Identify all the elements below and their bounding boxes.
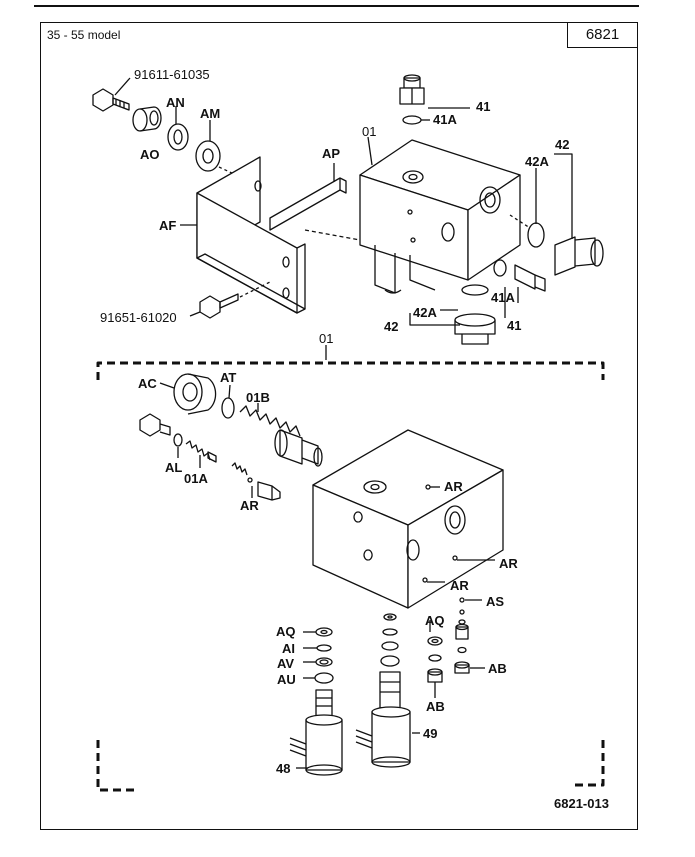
label-AR-top: AR: [444, 479, 463, 494]
label-41-lower: 41: [507, 318, 522, 333]
bracket-AF: [180, 156, 306, 314]
plug-AL: [139, 413, 183, 458]
label-AI: AI: [282, 641, 295, 656]
label-AR-left: AR: [240, 498, 259, 513]
label-42A: 42A: [525, 154, 549, 169]
label-AS: AS: [486, 594, 505, 609]
label-AF: AF: [159, 218, 177, 233]
label-91611-61035: 91611-61035: [134, 67, 210, 82]
plug-AC: [159, 373, 217, 415]
coil-49-stack: [355, 613, 420, 768]
label-AN: AN: [166, 95, 185, 110]
fitting-42-right: [509, 153, 604, 276]
fitting-42-lower: [409, 284, 496, 345]
model-label: 35 - 55 model: [47, 28, 121, 42]
label-01-middle: 01: [319, 331, 334, 346]
label-AV: AV: [277, 656, 295, 671]
label-48: 48: [276, 761, 291, 776]
label-41: 41: [476, 99, 491, 114]
fitting-41-lower: [493, 259, 546, 318]
spool: [274, 429, 323, 467]
bolt-91651: [189, 281, 271, 319]
label-42: 42: [555, 137, 570, 152]
spring-01B: [239, 403, 301, 437]
oring-AT: [221, 384, 235, 419]
label-42-lower: 42: [384, 319, 399, 334]
washer-AN: [167, 106, 189, 151]
label-AQ-right: AQ: [425, 613, 445, 628]
label-AL: AL: [165, 460, 183, 475]
label-49: 49: [423, 726, 438, 741]
spring-small: [231, 462, 253, 483]
nut-AM: [195, 120, 237, 176]
label-91651-61020: 91651-61020: [100, 310, 177, 325]
bolt-91611: [92, 77, 131, 112]
label-AB-bottom: AB: [426, 699, 445, 714]
valve-block-bottom: [312, 429, 504, 609]
label-AP: AP: [322, 146, 341, 161]
label-AQ-left: AQ: [276, 624, 296, 639]
coil-48-stack: [289, 627, 343, 776]
page-number: 6821: [567, 22, 638, 48]
label-AO: AO: [140, 147, 160, 162]
figure-code: 6821-013: [554, 796, 609, 811]
label-AT: AT: [220, 370, 237, 385]
label-AR-bottom: AR: [450, 578, 469, 593]
poppet: [251, 481, 281, 501]
label-AB-right: AB: [488, 661, 507, 676]
label-AM: AM: [200, 106, 221, 121]
plate-AP: [269, 163, 347, 231]
label-AC: AC: [138, 376, 157, 391]
label-42A-lower: 42A: [413, 305, 437, 320]
label-AU: AU: [277, 672, 296, 687]
right-plugs: [427, 609, 485, 698]
washer-AO: [132, 106, 162, 132]
label-AR-right: AR: [499, 556, 518, 571]
label-41A-lower: 41A: [491, 290, 515, 305]
label-01B: 01B: [246, 390, 270, 405]
diagram-frame: [40, 22, 638, 830]
label-41A: 41A: [433, 112, 457, 127]
valve-block-top: [304, 136, 521, 294]
label-01-top: 01: [362, 124, 377, 139]
label-01A: 01A: [184, 471, 208, 486]
spring-01A: [185, 440, 217, 468]
fitting-41-top: [399, 74, 470, 125]
top-rule: [34, 5, 639, 7]
